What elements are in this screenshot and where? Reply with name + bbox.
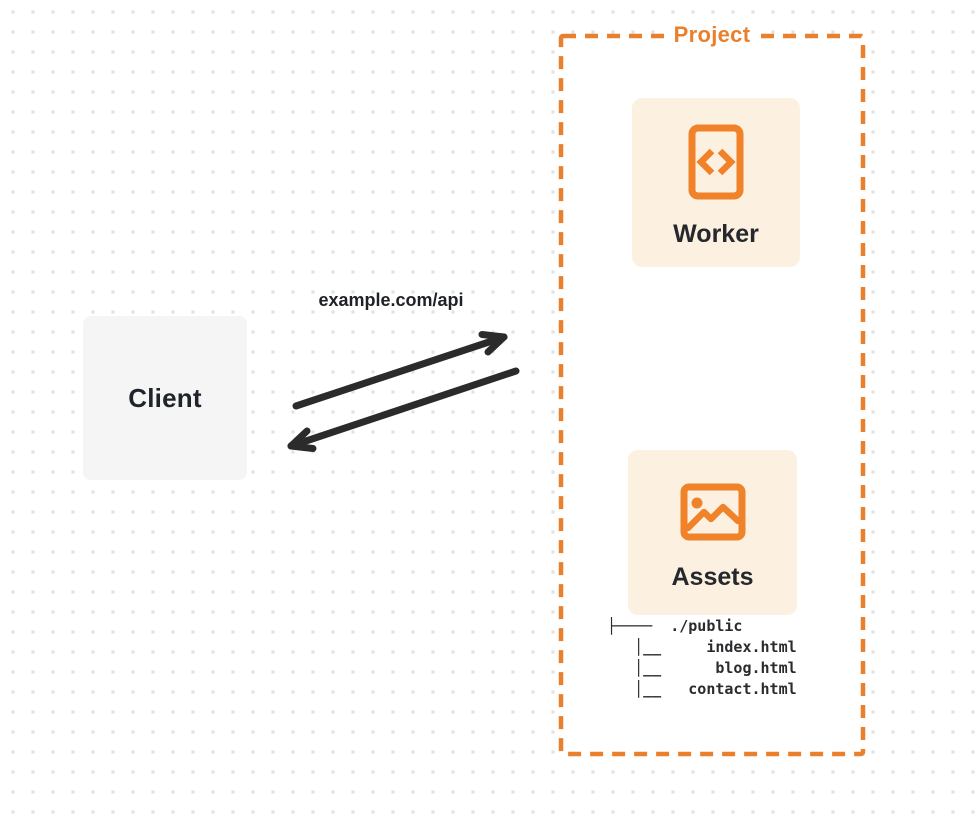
request-arrow — [292, 331, 508, 410]
response-arrow — [287, 367, 520, 452]
worker-label: Worker — [673, 220, 759, 248]
image-icon — [680, 483, 745, 541]
code-file-icon — [688, 124, 744, 200]
assets-card: Assets — [628, 450, 797, 615]
project-label: Project — [561, 22, 863, 48]
assets-file-tree: ├──── ./public │__ index.html │__ blog.h… — [607, 617, 797, 698]
project-label-text: Project — [663, 22, 761, 48]
worker-card: Worker — [632, 98, 800, 267]
client-label: Client — [128, 382, 202, 413]
assets-label: Assets — [671, 563, 754, 591]
request-url-label: example.com/api — [318, 290, 464, 310]
client-node: Client — [83, 316, 247, 480]
